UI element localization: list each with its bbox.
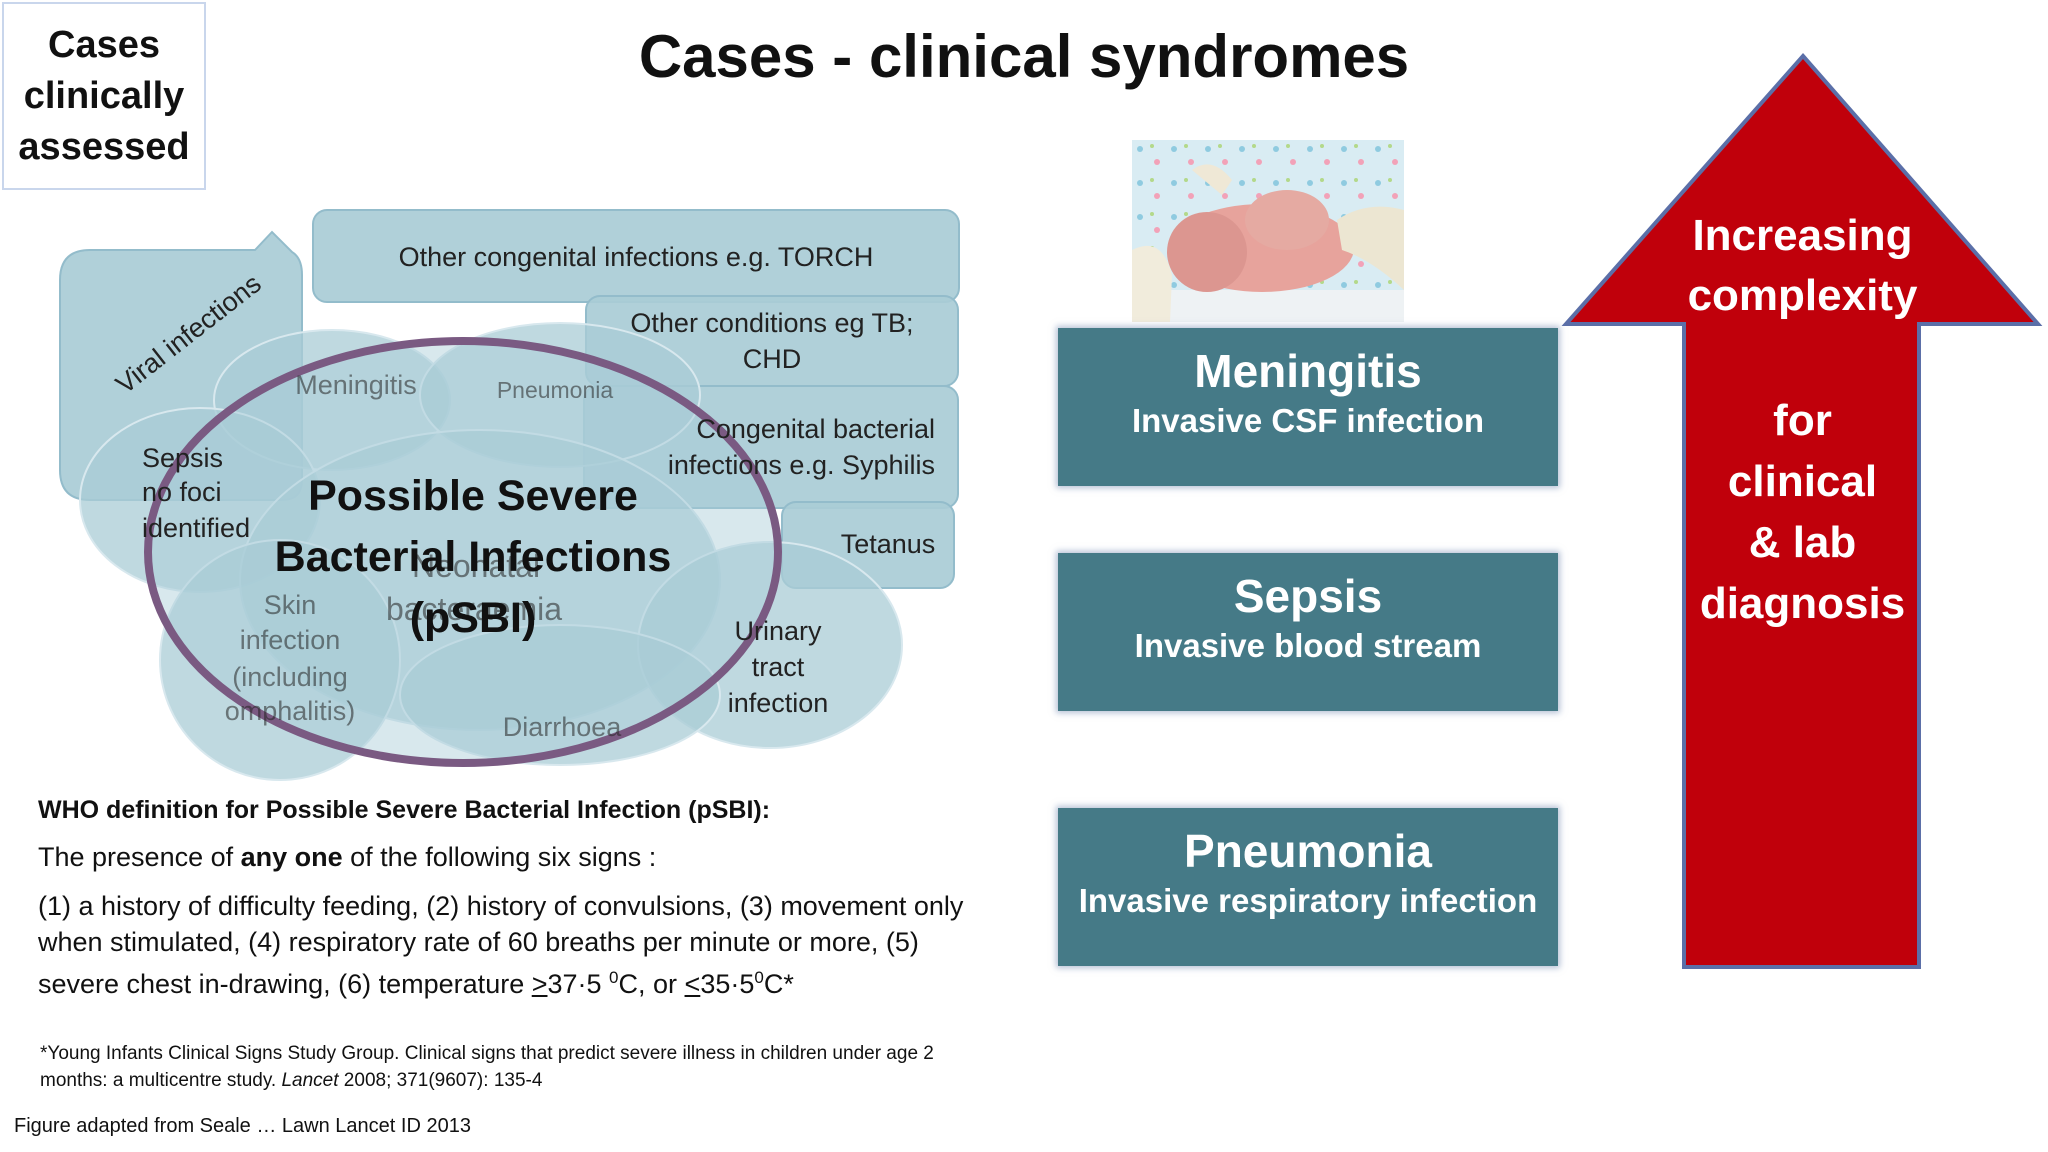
arrow-label-top: Increasing complexity — [1687, 211, 1918, 320]
sepsis-label-3: identified — [142, 513, 250, 543]
syndrome-name: Pneumonia — [1184, 825, 1432, 877]
diarrhoea-label: Diarrhoea — [503, 712, 623, 742]
psbi-venn-diagram: Viral infections Other congenital infect… — [59, 209, 960, 781]
figure-source: Figure adapted from Seale … Lawn Lancet … — [14, 1115, 471, 1137]
corner-label: Cases clinically assessed — [18, 23, 190, 168]
syndrome-name: Meningitis — [1194, 345, 1422, 397]
skin-label-4: omphalitis) — [225, 696, 356, 726]
skin-label-3: (including — [232, 662, 348, 692]
syndrome-box-pneumonia: Pneumonia Invasive respiratory infection — [1058, 808, 1558, 966]
reference-citation: *Young Infants Clinical Signs Study Grou… — [40, 1043, 934, 1091]
uti-label-2: tract — [752, 652, 805, 682]
sepsis-label-1: Sepsis — [142, 443, 223, 473]
bacteraemia-label: bacteraemia — [386, 591, 562, 627]
uti-label-1: Urinary — [734, 616, 822, 646]
torch-label: Other congenital infections e.g. TORCH — [399, 242, 874, 272]
neonatal-label: Neonatal — [412, 548, 540, 584]
syndrome-description: Invasive blood stream — [1134, 627, 1482, 664]
psbi-label-1: Possible Severe — [308, 472, 638, 520]
psbi-ring — [144, 337, 782, 767]
other-conditions-label-1: Other conditions eg TB; — [630, 308, 913, 338]
uti-label-3: infection — [728, 688, 829, 718]
infant-photo — [1132, 140, 1404, 322]
corner-label-box: Cases clinically assessed — [2, 2, 206, 190]
tetanus-label: Tetanus — [841, 529, 936, 559]
syndrome-name: Sepsis — [1233, 570, 1383, 622]
skin-label-1: Skin — [264, 590, 317, 620]
other-conditions-label-2: CHD — [743, 344, 802, 374]
congenital-bacterial-label-1: Congenital bacterial — [696, 414, 935, 444]
page-title: Cases - clinical syndromes — [638, 23, 1410, 90]
syndrome-description: Invasive respiratory infection — [1078, 882, 1538, 919]
skin-label-2: infection — [240, 625, 341, 655]
who-definition-intro: The presence of any one of the following… — [38, 842, 657, 872]
syndrome-description: Invasive CSF infection — [1131, 402, 1485, 439]
psbi-label-2: Bacterial Infections — [275, 533, 672, 581]
skin-ellipse — [159, 539, 401, 781]
arrow-label-bottom: for clinical & lab diagnosis — [1699, 396, 1906, 628]
sepsis-label-2: no foci — [142, 477, 222, 507]
meningitis-label: Meningitis — [295, 370, 417, 400]
syndrome-box-meningitis: Meningitis Invasive CSF infection — [1058, 328, 1558, 486]
psbi-label-3: (pSBI) — [410, 594, 537, 642]
pneumonia-label: Pneumonia — [497, 377, 614, 403]
increasing-complexity-arrow — [1561, 52, 2043, 969]
congenital-bacterial-label-2: infections e.g. Syphilis — [668, 450, 935, 480]
syndrome-box-sepsis: Sepsis Invasive blood stream — [1058, 553, 1558, 711]
who-definition-signs: (1) a history of difficulty feeding, (2)… — [38, 891, 964, 999]
who-definition-title: WHO definition for Possible Severe Bacte… — [38, 796, 771, 824]
